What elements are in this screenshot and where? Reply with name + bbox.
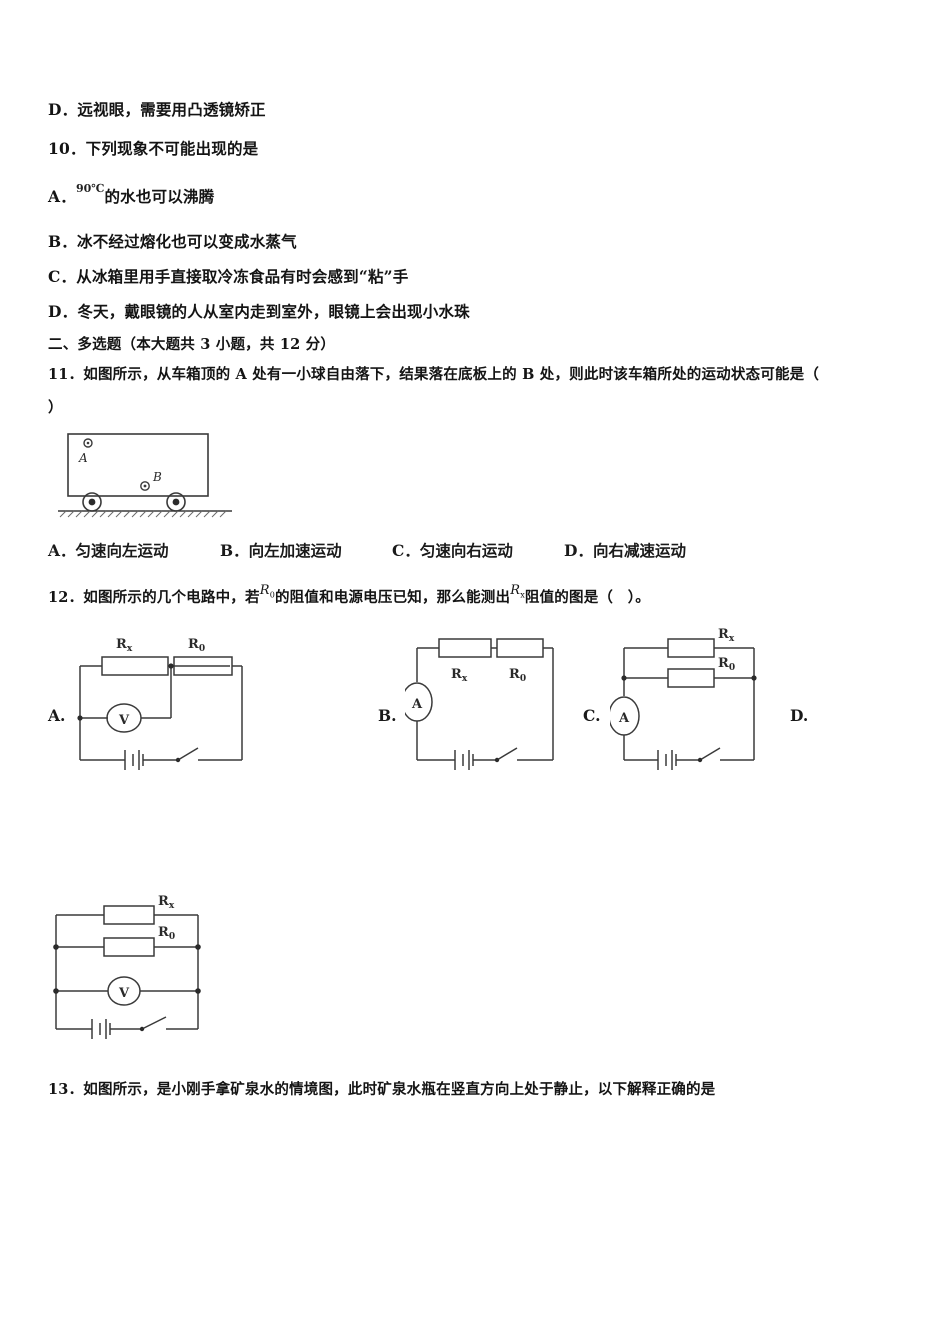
circuit-a-r0-label: R0	[188, 637, 205, 654]
q10-stem: 10．下列现象不可能出现的是	[48, 137, 258, 159]
q11-option-b-label: B．	[220, 541, 249, 560]
q11-option-d: D．向右减速运动	[564, 539, 686, 561]
section-2-heading: 二、多选题（本大题共 3 小题，共 12 分）	[48, 336, 336, 353]
circuit-c-rx-label: Rx	[718, 627, 735, 644]
q11-stem-line-1: 11．如图所示，从车箱顶的 A 处有一小球自由落下，结果落在底板上的 B 处，则…	[48, 363, 819, 384]
q10-option-b-text: 冰不经过熔化也可以变成水蒸气	[77, 232, 297, 251]
q11-option-d-label: D．	[564, 541, 593, 560]
svg-text:B: B	[152, 470, 162, 484]
circuit-c-r0-label: R0	[718, 656, 735, 673]
q12-number: 12．	[48, 589, 84, 606]
q10-option-d-text: 冬天，戴眼镜的人从室内走到室外，眼镜上会出现小水珠	[77, 302, 470, 321]
q12-symbol-r0-sub: 0	[269, 590, 275, 600]
q10-option-d: D．冬天，戴眼镜的人从室内走到室外，眼镜上会出现小水珠	[48, 300, 470, 322]
q12-circuit-c-figure: Rx R0 A	[610, 626, 775, 781]
circuit-d-r0-label: R0	[158, 925, 175, 942]
q11-option-b: B．向左加速运动	[220, 539, 392, 561]
ammeter-symbol: A	[411, 697, 423, 712]
q12-symbol-r0: R0	[260, 583, 275, 600]
svg-text:A: A	[78, 451, 88, 465]
q11-option-a-text: 匀速向左运动	[75, 541, 169, 560]
q12-stem-part-2: 的阻值和电源电压已知，那么能测出	[274, 589, 511, 606]
q13-stem-text: 如图所示，是小刚手拿矿泉水的情境图，此时矿泉水瓶在竖直方向上处于静止，以下解释正…	[83, 1081, 716, 1098]
q11-option-d-text: 向右减速运动	[592, 541, 686, 560]
q12-choice-letter-a: A.	[48, 706, 66, 725]
q10-option-d-label: D．	[48, 302, 78, 321]
q12-choice-letter-b: B.	[378, 706, 397, 725]
q11-stem-line-2: ）	[48, 399, 63, 416]
q12-choice-letter-d: D.	[790, 706, 809, 725]
q10-option-a-label: A．	[48, 187, 76, 206]
circuit-b-r0-label: R0	[509, 667, 526, 684]
q10-number: 10．	[48, 139, 86, 158]
q11-stem-text: 如图所示，从车箱顶的 A 处有一小球自由落下，结果落在底板上的 B 处，则此时该…	[83, 366, 820, 383]
circuit-a-rx-label: Rx	[116, 637, 133, 654]
q10-option-a: A．90℃的水也可以沸腾	[48, 182, 214, 207]
q12-stem: 12．如图所示的几个电路中，若R0的阻值和电源电压已知，那么能测出Rx阻值的图是…	[48, 583, 650, 608]
q11-option-c-text: 匀速向右运动	[419, 541, 513, 560]
q11-option-a: A．匀速向左运动	[48, 539, 220, 561]
circuit-b-rx-label: Rx	[451, 667, 468, 684]
q12-stem-part-3: 阻值的图是（ ）。	[524, 589, 650, 606]
q12-circuit-b-figure: Rx R0 A	[405, 626, 565, 781]
q10-option-b-label: B．	[48, 232, 78, 251]
q12-choice-letter-c: C.	[583, 706, 601, 725]
q10-option-c: C．从冰箱里用手直接取冷冻食品有时会感到“粘”手	[48, 265, 408, 287]
q10-option-c-text: 从冰箱里用手直接取冷冻食品有时会感到“粘”手	[76, 267, 409, 286]
q11-number: 11．	[48, 366, 84, 383]
q11-option-b-text: 向左加速运动	[248, 541, 342, 560]
q13-number: 13．	[48, 1081, 84, 1098]
q12-symbol-r0-base: R	[259, 583, 270, 598]
q11-cart-figure: A B	[50, 428, 240, 518]
q12-circuit-d-figure: Rx R0 V	[46, 893, 241, 1048]
q9-option-d: D．远视眼，需要用凸透镜矫正	[48, 100, 266, 119]
voltmeter-symbol: V	[118, 986, 130, 1001]
q10-option-c-label: C．	[48, 267, 77, 286]
ammeter-symbol: A	[618, 711, 630, 726]
q10-option-a-formula: 90℃	[75, 182, 105, 195]
q12-symbol-rx: Rx	[510, 583, 525, 600]
q10-option-a-text: 的水也可以沸腾	[104, 187, 215, 206]
q12-stem-part-1: 如图所示的几个电路中，若	[83, 589, 260, 606]
q11-option-c-label: C．	[392, 541, 420, 560]
q10-option-b: B．冰不经过熔化也可以变成水蒸气	[48, 230, 297, 252]
q12-circuit-a-figure: Rx R0 V	[70, 626, 255, 781]
voltmeter-symbol: V	[118, 713, 130, 728]
q12-symbol-rx-base: R	[510, 583, 521, 598]
q13-stem: 13．如图所示，是小刚手拿矿泉水的情境图，此时矿泉水瓶在竖直方向上处于静止，以下…	[48, 1078, 715, 1099]
q12-symbol-rx-sub: x	[520, 590, 525, 600]
circuit-d-rx-label: Rx	[158, 894, 175, 911]
q10-stem-text: 下列现象不可能出现的是	[85, 139, 259, 158]
q11-option-c: C．匀速向右运动	[392, 539, 564, 561]
q11-option-a-label: A．	[48, 541, 76, 560]
